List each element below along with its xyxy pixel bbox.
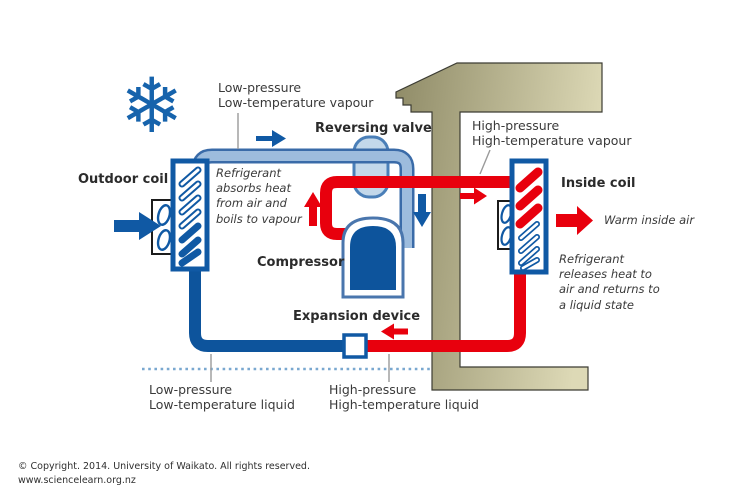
label-pointer-lines [210,113,491,382]
outdoor-coil [170,158,210,272]
release-heat-annotation: Refrigerant releases heat to air and ret… [559,252,660,312]
pipe-high-pressure-liquid [362,265,526,352]
absorb-heat-annotation: Refrigerant absorbs heat from air and bo… [216,166,302,226]
warm-inside-air-label: Warm inside air [604,213,695,227]
flow-arrow-right-red-icon [460,187,487,205]
compressor-body [341,216,405,299]
flow-arrow-up-icon [304,192,322,226]
expansion-device-label: Expansion device [293,309,421,324]
low-liquid-label: Low-pressure Low-temperature liquid [149,382,295,412]
pipe-high-pressure-vapour [320,176,518,240]
high-liquid-label: High-pressure High-temperature liquid [329,382,479,412]
outdoor-coil-label: Outdoor coil [78,172,169,187]
high-vapour-label: High-pressure High-temperature vapour [472,118,632,148]
inside-coil [509,158,549,275]
expansion-device [342,333,368,359]
outdoor-air-arrow-icon [114,212,161,240]
flow-arrow-left-icon [381,323,408,340]
copyright-text: © Copyright. 2014. University of Waikato… [18,461,310,472]
snowflake-icon: ❄ [120,61,184,150]
reversing-valve-label: Reversing valve [315,121,432,136]
flow-arrow-right-top-icon [256,130,286,147]
low-vapour-label: Low-pressure Low-temperature vapour [218,80,374,110]
website-text: www.sciencelearn.org.nz [18,475,136,486]
warm-air-arrow-icon [556,206,593,235]
wall-cross-section [395,62,603,391]
flow-arrow-down-icon [413,194,431,227]
inside-coil-label: Inside coil [561,176,636,191]
compressor-label: Compressor [257,255,345,270]
pipe-low-pressure-liquid [189,260,348,352]
